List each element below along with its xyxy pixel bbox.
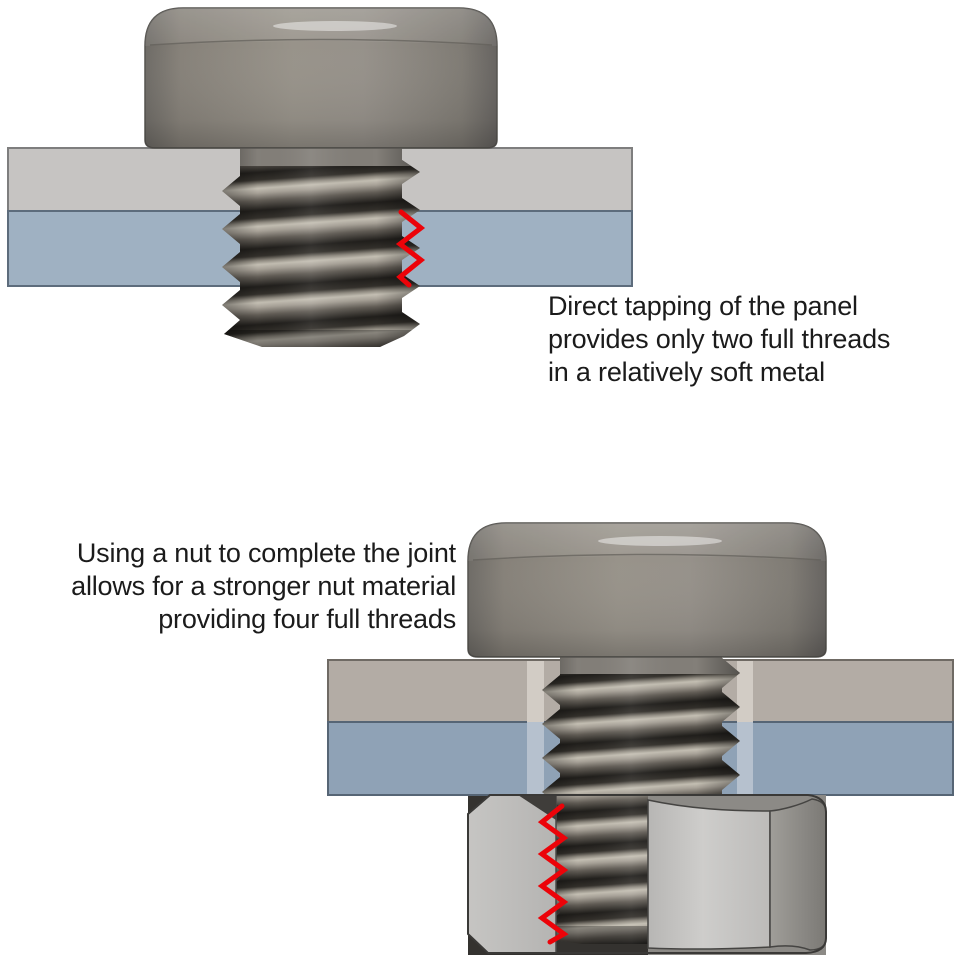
caption-nut-joint: Using a nut to complete the joint allows… xyxy=(8,537,456,636)
top-screw-head xyxy=(144,7,498,149)
nut-front-face xyxy=(647,799,771,950)
caption-line: provides only two full threads xyxy=(548,324,891,354)
caption-line: Using a nut to complete the joint xyxy=(76,538,456,568)
screw-head-dome-cap xyxy=(145,8,497,46)
top-screw-threaded-shank xyxy=(222,148,420,347)
caption-direct-tapping: Direct tapping of the panel provides onl… xyxy=(548,290,960,389)
caption-line: Direct tapping of the panel xyxy=(548,291,858,321)
caption-line: allows for a stronger nut material xyxy=(71,571,456,601)
screw-head-specular-highlight xyxy=(273,21,397,31)
nut-outline xyxy=(467,794,827,954)
clearance-hole-walls xyxy=(527,661,753,794)
bottom-assembly-illustration xyxy=(327,522,954,955)
four-thread-engagement-highlight xyxy=(537,803,569,945)
nut-hole-chamfer-notch xyxy=(518,795,556,820)
screw-head-dome-cap xyxy=(468,523,826,561)
caption-line: in a relatively soft metal xyxy=(548,357,825,387)
top-assembly-illustration xyxy=(7,7,633,347)
nut-side-face xyxy=(769,798,827,951)
two-thread-engagement-highlight xyxy=(395,209,426,288)
screw-head-specular-highlight xyxy=(598,536,722,546)
caption-line: providing four full threads xyxy=(158,604,456,634)
bottom-screw-head xyxy=(467,522,827,658)
